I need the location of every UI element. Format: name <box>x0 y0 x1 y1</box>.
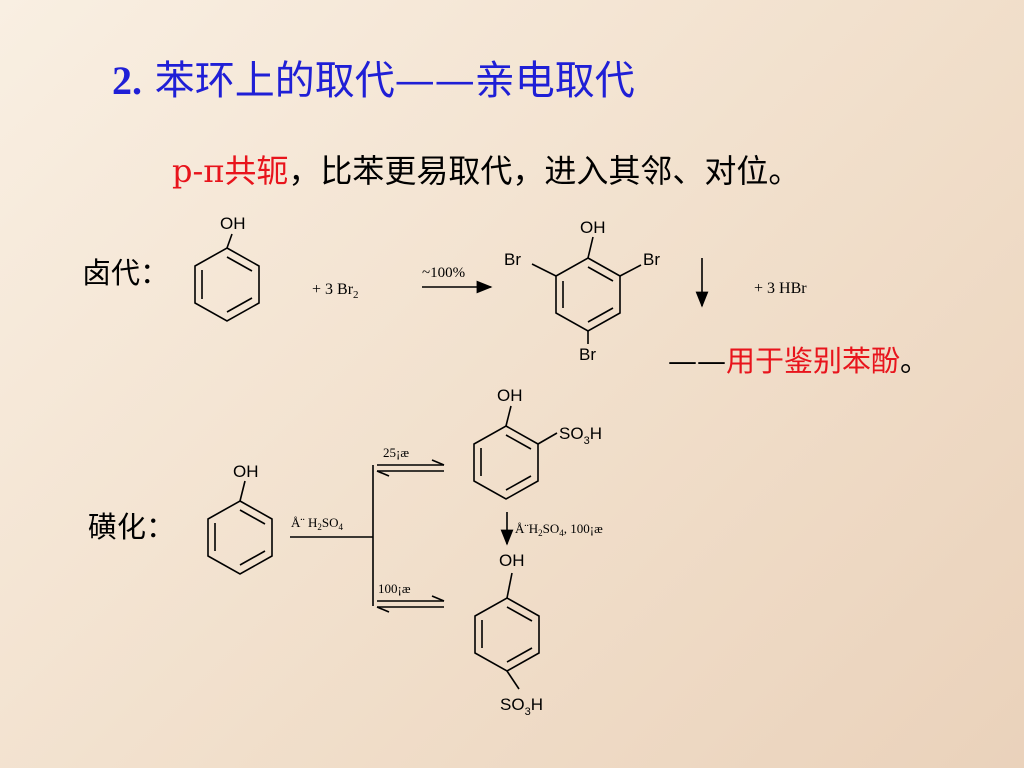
byproduct-label: + 3 HBr <box>754 280 807 297</box>
so3-h: H <box>590 424 602 443</box>
oh-label-halogenation: OH <box>220 214 246 233</box>
oh-label-para: OH <box>499 551 525 570</box>
ortho-product-structure <box>473 405 558 500</box>
note-highlight: 用于鉴别苯酚 <box>726 344 901 378</box>
sulfuric-acid-label: Å¨ H2SO4 <box>291 515 343 532</box>
subtitle-highlight: p-π共轭 <box>172 152 289 190</box>
subtitle: p-π共轭，比苯更易取代，进入其邻、对位。 <box>172 146 800 192</box>
reagent-label: + 3 Br2 <box>312 281 359 301</box>
tribromophenol-structure <box>531 236 642 344</box>
note-dash: —— <box>668 344 726 378</box>
title-number: 2. <box>112 58 142 103</box>
reagent-br: Br <box>337 281 354 298</box>
oh-label-ortho: OH <box>497 386 523 405</box>
upper-equilibrium-arrows <box>376 459 445 477</box>
conversion-prefix: Å¨H <box>515 521 538 536</box>
reagent-mid: SO <box>322 515 339 530</box>
so3-text: SO <box>559 424 584 443</box>
note-end: 。 <box>900 344 930 378</box>
so3h-label-ortho: SO3H <box>559 424 602 447</box>
so3-h-para: H <box>531 695 543 714</box>
lower-temperature-label: 100¡æ <box>378 581 411 596</box>
br-label-right: Br <box>643 250 660 269</box>
para-product-structure <box>474 572 540 690</box>
upper-temperature-label: 25¡æ <box>383 445 409 460</box>
page-title: 2. 苯环上的取代——亲电取代 <box>112 48 635 106</box>
br-label-left: Br <box>504 250 521 269</box>
subtitle-rest: ，比苯更易取代，进入其邻、对位。 <box>288 152 801 190</box>
so3h-label-para: SO3H <box>500 695 543 718</box>
sulfonation-label: 磺化： <box>88 510 176 544</box>
lower-equilibrium-arrows <box>376 595 445 613</box>
conversion-suffix: , 100¡æ <box>564 521 603 536</box>
title-text: 苯环上的取代——亲电取代 <box>154 58 635 104</box>
halogenation-label: 卤代： <box>82 256 170 290</box>
phenol-structure-halogenation <box>194 233 260 322</box>
yield-label: ~100% <box>422 265 465 281</box>
reagent-coefficient: + 3 <box>312 281 333 298</box>
oh-label-sulfonation: OH <box>233 462 259 481</box>
reagent-subscript: 2 <box>353 289 359 301</box>
identification-note: ——用于鉴别苯酚。 <box>668 338 929 380</box>
so3-subscript-para: 3 <box>525 706 531 718</box>
oh-label-tribromo: OH <box>580 218 606 237</box>
conversion-sub-2: 4 <box>559 528 564 538</box>
conversion-label: Å¨H2SO4, 100¡æ <box>515 521 603 538</box>
phenol-structure-sulfonation <box>207 480 273 575</box>
so3-subscript: 3 <box>584 435 590 447</box>
br-label-bottom: Br <box>579 345 596 364</box>
reagent-prefix: Å¨ H <box>291 515 317 530</box>
conversion-sub-1: 2 <box>538 528 543 538</box>
reagent-sub-1: 2 <box>317 522 322 532</box>
reagent-sub-2: 4 <box>338 522 343 532</box>
conversion-mid: SO <box>543 521 560 536</box>
so3-text-para: SO <box>500 695 525 714</box>
